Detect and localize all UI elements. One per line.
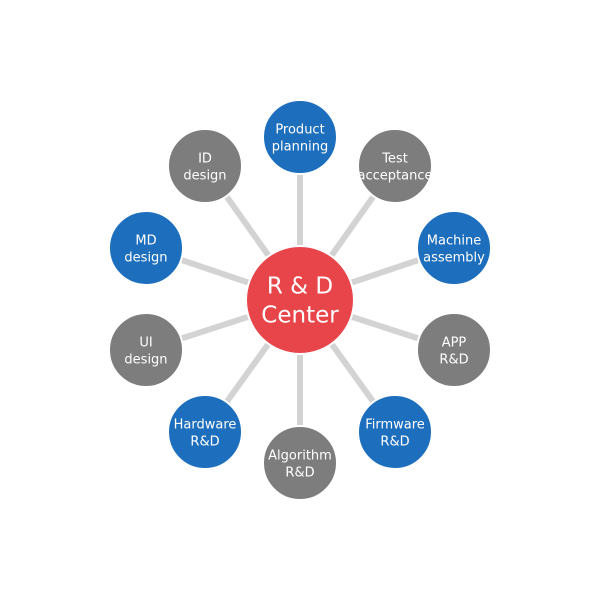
node-label-app-rd-line-1: APP [442,336,467,351]
node-circle-algorithm-rd [262,425,338,501]
node-label-algorithm-rd-line-2: R&D [285,466,314,481]
node-label-ui-design-line-1: UI [139,336,152,351]
node-label-id-design-line-1: ID [198,152,212,167]
node-label-product-planning-line-2: planning [272,140,328,155]
node-label-hardware-rd-line-1: Hardware [174,418,237,433]
node-label-machine-assembly-line-2: assembly [423,251,485,266]
center-label-line-2: Center [261,303,339,329]
node-app-rd: APP R&D [416,312,492,388]
node-circle-ui-design [108,312,184,388]
node-label-algorithm-rd-line-1: Algorithm [268,449,332,464]
node-product-planning: Product planning [262,99,338,175]
node-label-md-design-line-1: MD [135,234,156,249]
node-circle-hardware-rd [167,394,243,470]
node-label-firmware-rd-line-2: R&D [380,435,409,450]
node-ui-design: UI design [108,312,184,388]
node-circle-id-design [167,128,243,204]
node-circle-firmware-rd [357,394,433,470]
node-label-product-planning-line-1: Product [275,123,324,138]
node-circle-test-acceptance [357,128,433,204]
node-machine-assembly: Machine assembly [416,210,492,286]
node-label-md-design-line-2: design [124,251,167,266]
node-circle-md-design [108,210,184,286]
node-label-firmware-rd-line-1: Firmware [365,418,425,433]
node-test-acceptance: Test acceptance [357,128,433,204]
node-circle-machine-assembly [416,210,492,286]
node-label-ui-design-line-2: design [124,353,167,368]
node-label-test-acceptance-line-1: Test [381,152,408,167]
node-circle-app-rd [416,312,492,388]
node-circle-product-planning [262,99,338,175]
node-label-machine-assembly-line-1: Machine [427,234,481,249]
node-label-test-acceptance-line-2: acceptance [358,169,433,184]
center-node: R & D Center [245,245,355,355]
node-id-design: ID design [167,128,243,204]
center-circle [245,245,355,355]
node-label-id-design-line-2: design [183,169,226,184]
node-label-app-rd-line-2: R&D [439,353,468,368]
node-label-hardware-rd-line-2: R&D [190,435,219,450]
center-label-line-1: R & D [267,274,333,300]
node-md-design: MD design [108,210,184,286]
